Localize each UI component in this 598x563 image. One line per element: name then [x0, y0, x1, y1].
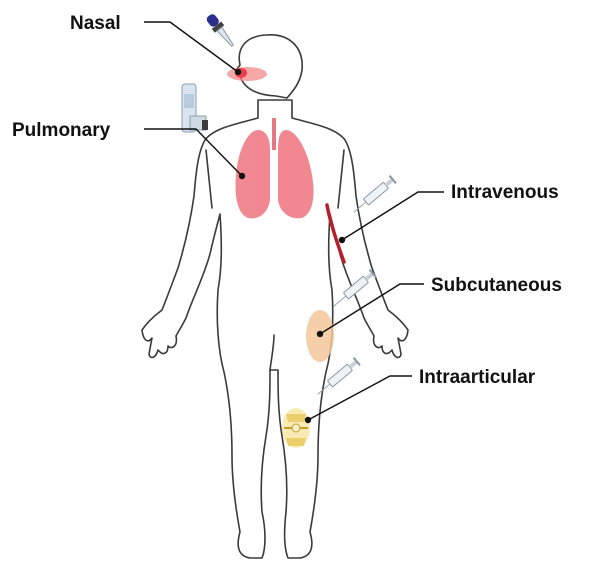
head: [236, 35, 302, 98]
dot-pulmonary: [239, 173, 245, 179]
dot-nasal: [235, 69, 241, 75]
label-nasal: Nasal: [70, 14, 121, 33]
knee-joint: [282, 408, 310, 448]
label-intraarticular: Intraarticular: [419, 368, 535, 387]
label-intravenous: Intravenous: [451, 183, 559, 202]
trachea: [272, 118, 276, 150]
label-pulmonary: Pulmonary: [12, 121, 110, 140]
label-subcutaneous: Subcutaneous: [431, 276, 562, 295]
dot-intravenous: [339, 237, 345, 243]
inhaler-icon: [182, 84, 208, 132]
torso-and-limbs: [142, 100, 408, 558]
dropper-icon: [204, 12, 237, 49]
dot-subcutaneous: [317, 331, 323, 337]
dot-intraarticular: [305, 417, 311, 423]
